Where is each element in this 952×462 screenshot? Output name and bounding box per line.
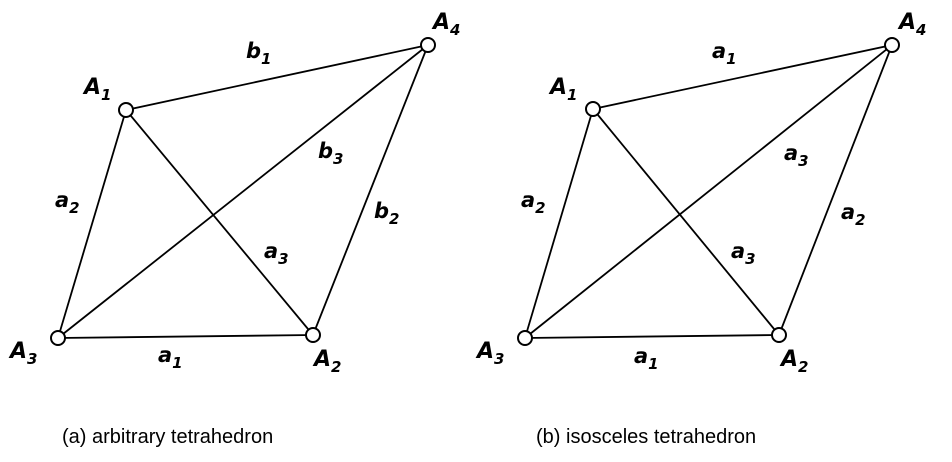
- vertex-b4: [884, 37, 900, 53]
- vertex-label-b2: A2: [779, 347, 808, 376]
- vertex-a3: [50, 330, 66, 346]
- vertex-b2: [771, 327, 787, 343]
- vertex-label-a2: A2: [312, 347, 341, 376]
- edge-a1-a3: [57, 109, 127, 339]
- edge-a3-a4: [57, 44, 429, 339]
- vertex-label-a3: A3: [8, 339, 37, 368]
- edge-b1-b3: [524, 108, 594, 339]
- vertex-label-b4: A4: [897, 10, 926, 39]
- vertex-label-a4: A4: [431, 10, 460, 39]
- caption-panel-b: (b) isosceles tetrahedron: [536, 426, 757, 448]
- edge-label-top: a1: [712, 39, 737, 68]
- vertex-a1: [118, 102, 134, 118]
- vertex-label-b3: A3: [475, 339, 504, 368]
- edge-b1-b4: [592, 44, 893, 110]
- vertex-label-b1: A1: [548, 75, 577, 104]
- edge-label-a3: a3: [264, 239, 289, 268]
- edge-label-diagonal-up: a3: [784, 141, 809, 170]
- edge-label-diagonal-down: a3: [731, 239, 756, 268]
- panel-b-isosceles-tetrahedron: A1 A2 A3 A4 a1 a2 a3 a2 a3 a1: [475, 10, 926, 376]
- edge-label-b1: b1: [246, 39, 271, 68]
- edge-label-bottom: a1: [634, 344, 659, 373]
- vertex-label-a1: A1: [82, 75, 111, 104]
- vertex-a2: [305, 327, 321, 343]
- edge-b1-b2: [592, 108, 780, 336]
- vertex-b1: [585, 101, 601, 117]
- edge-a3-a2: [57, 334, 314, 339]
- edge-a2-a4: [312, 44, 429, 336]
- edge-label-b2: b2: [374, 199, 399, 228]
- panel-a-arbitrary-tetrahedron: A1 A2 A3 A4 b1 a2 b3 b2 a3 a1: [8, 10, 460, 376]
- edge-label-left: a2: [521, 188, 546, 217]
- edge-a1-a2: [125, 109, 314, 336]
- edge-b3-b4: [524, 44, 893, 339]
- edge-label-right: a2: [841, 200, 866, 229]
- edge-b2-b4: [778, 44, 893, 336]
- edge-label-b3: b3: [318, 139, 343, 168]
- caption-panel-a: (a) arbitrary tetrahedron: [62, 426, 274, 448]
- edge-label-a1: a1: [158, 343, 183, 372]
- edge-b3-b2: [524, 334, 780, 339]
- edge-a1-a4: [125, 44, 429, 111]
- vertex-a4: [420, 37, 436, 53]
- edge-label-a2: a2: [55, 188, 80, 217]
- vertex-b3: [517, 330, 533, 346]
